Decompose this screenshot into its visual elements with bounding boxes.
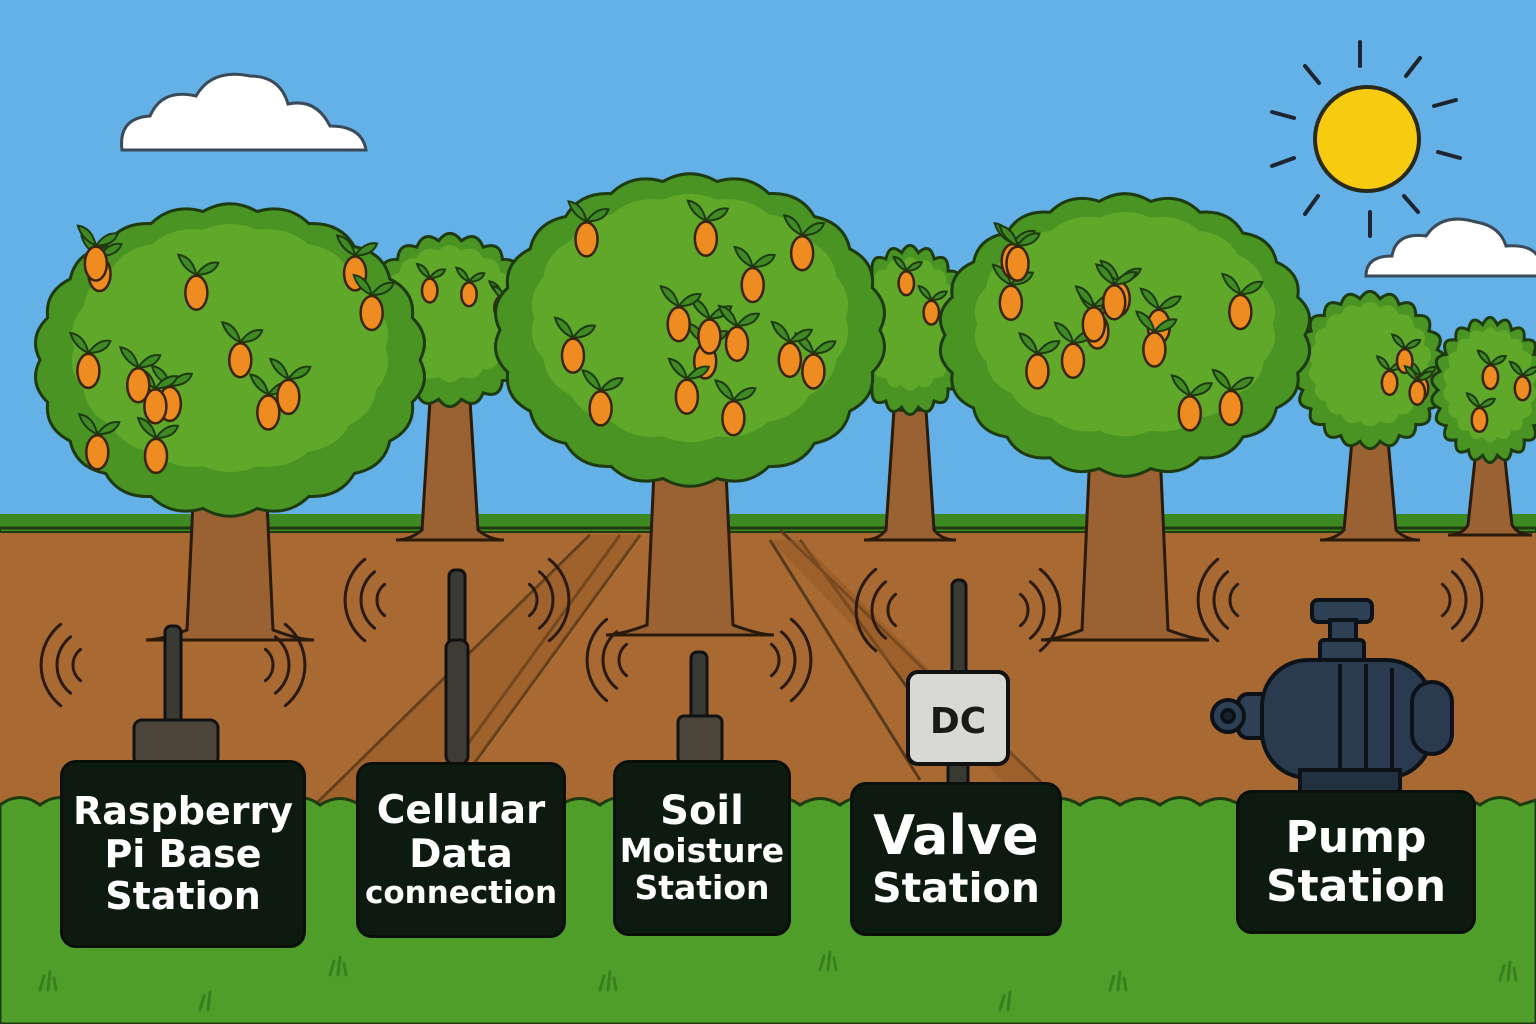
fruit — [420, 277, 439, 304]
fruit — [1481, 363, 1500, 391]
label-line: Station — [634, 868, 770, 908]
fruit — [1218, 389, 1244, 427]
fruit — [697, 318, 722, 355]
fruit — [256, 394, 281, 431]
fruit-tree — [1292, 289, 1448, 542]
valve-device — [906, 578, 1010, 790]
furrow-shade-left — [310, 535, 640, 810]
pump-station-label: Pump Station — [1236, 790, 1476, 934]
fruit — [1025, 353, 1050, 390]
raspberry-pi-device — [132, 624, 220, 768]
cellular-data-connection-label: Cellular Data connection — [356, 762, 566, 938]
fruit — [588, 390, 613, 427]
fruit — [666, 305, 691, 343]
fruit — [560, 337, 586, 374]
fruit — [897, 270, 916, 297]
label-line: Station — [105, 874, 261, 919]
tree-row — [34, 172, 1536, 642]
fruit-tree — [34, 202, 426, 642]
fruit — [76, 352, 101, 390]
fruit — [276, 378, 301, 416]
cloud-left — [120, 72, 368, 152]
label-line: Pi Base — [104, 831, 262, 876]
signal-waves — [39, 557, 1484, 708]
fruit — [126, 367, 151, 404]
cloud-right — [1364, 217, 1536, 278]
fruit — [83, 245, 109, 282]
fruit — [1081, 306, 1107, 343]
fruit — [1408, 379, 1427, 406]
fruit — [1101, 284, 1127, 321]
fruit — [740, 266, 765, 304]
fruit — [1470, 406, 1489, 434]
fruit — [143, 388, 168, 425]
fruit — [1228, 293, 1253, 331]
fruit-tree — [938, 192, 1312, 642]
fruit — [1177, 395, 1203, 432]
fruit — [1142, 331, 1167, 368]
grass-tufts — [38, 950, 1518, 1012]
soil-moisture-station-label: Soil Moisture Station — [613, 760, 791, 936]
fruit — [460, 281, 478, 308]
label-line: connection — [364, 875, 558, 912]
fruit — [574, 221, 599, 258]
label-line: Valve — [873, 803, 1039, 867]
fruit — [1513, 375, 1532, 402]
fruit — [777, 341, 803, 379]
label-line: Cellular — [376, 787, 546, 833]
pump-icon — [1210, 598, 1454, 802]
fruit — [998, 284, 1024, 322]
label-line: Pump — [1285, 811, 1427, 863]
fruit — [724, 325, 750, 363]
fruit — [789, 234, 815, 272]
fruit — [143, 437, 169, 475]
fruit — [228, 341, 253, 379]
fruit — [801, 353, 826, 390]
label-line: Raspberry — [73, 789, 293, 834]
label-line: Data — [409, 831, 513, 877]
fruit — [1060, 342, 1086, 380]
fruit-tree — [494, 172, 886, 637]
label-line: Moisture — [619, 831, 785, 871]
fruit-tree — [1430, 315, 1536, 537]
fruit — [922, 299, 941, 326]
dc-device-label: DC — [929, 701, 987, 742]
label-line: Station — [1265, 861, 1447, 912]
fruit — [721, 400, 746, 437]
fruit — [674, 378, 700, 415]
label-line: Station — [872, 864, 1040, 913]
fruit — [359, 294, 384, 332]
raspberry-pi-base-station-label: Raspberry Pi Base Station — [60, 760, 306, 948]
fruit — [1005, 245, 1030, 282]
fruit — [184, 274, 209, 311]
cellular-antenna-device — [444, 568, 470, 766]
label-line: Soil — [660, 787, 744, 834]
sun-icon — [1270, 40, 1462, 238]
soil-moisture-device — [676, 650, 724, 766]
fruit — [85, 433, 110, 471]
fruit — [1380, 369, 1399, 397]
valve-station-label: Valve Station — [850, 782, 1062, 936]
fruit — [693, 220, 719, 257]
